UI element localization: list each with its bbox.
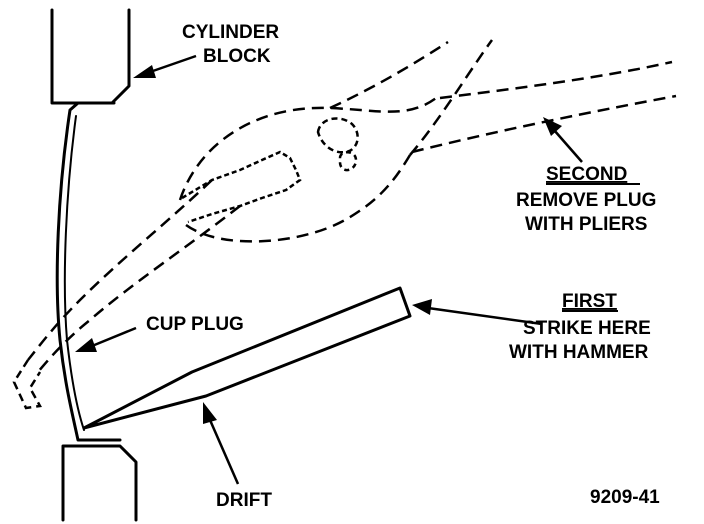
pliers-handle-right-1 (439, 60, 673, 100)
cylinder-block-upper (50, 8, 131, 105)
arrow-drift (203, 402, 217, 424)
pliers-pivot-inner (338, 151, 358, 172)
cup-plug-inner (63, 115, 85, 431)
pliers-jaw-lower (185, 154, 412, 243)
label-first-line1: STRIKE HERE (523, 318, 651, 339)
pliers-hook (12, 359, 42, 410)
label-drift: DRIFT (216, 490, 272, 511)
pliers-jaw-upper (178, 94, 441, 201)
pliers-pivot (316, 117, 359, 154)
pliers-arm-to-plug-1 (27, 179, 213, 361)
cup-plug (55, 101, 122, 442)
label-cylinder-block-line1: CYLINDER (182, 22, 279, 43)
arrow-second (543, 117, 562, 136)
label-cylinder-block-line2: BLOCK (203, 46, 271, 67)
leader-cylinder-block (149, 54, 197, 74)
pliers-handle-upper (329, 40, 449, 110)
label-figure-number: 9209-41 (590, 487, 660, 508)
pliers-arm-to-plug-2 (37, 205, 241, 373)
arrow-first (412, 299, 432, 315)
label-first-line2: WITH HAMMER (509, 342, 649, 363)
pliers-handle-right-2 (411, 94, 677, 154)
leader-cup-plug (91, 326, 137, 348)
leader-drift (208, 419, 240, 485)
label-cup-plug: CUP PLUG (146, 314, 244, 335)
leader-second (553, 129, 583, 163)
arrow-cup-plug (75, 338, 97, 352)
label-second-line1: REMOVE PLUG (516, 190, 656, 211)
arrow-cylinder-block (133, 65, 156, 78)
drift (82, 286, 412, 430)
label-first: FIRST (562, 291, 617, 312)
cylinder-block-lower (61, 444, 138, 522)
leader-first (427, 306, 543, 326)
label-second: SECOND (546, 164, 627, 185)
label-second-line2: WITH PLIERS (525, 214, 647, 235)
